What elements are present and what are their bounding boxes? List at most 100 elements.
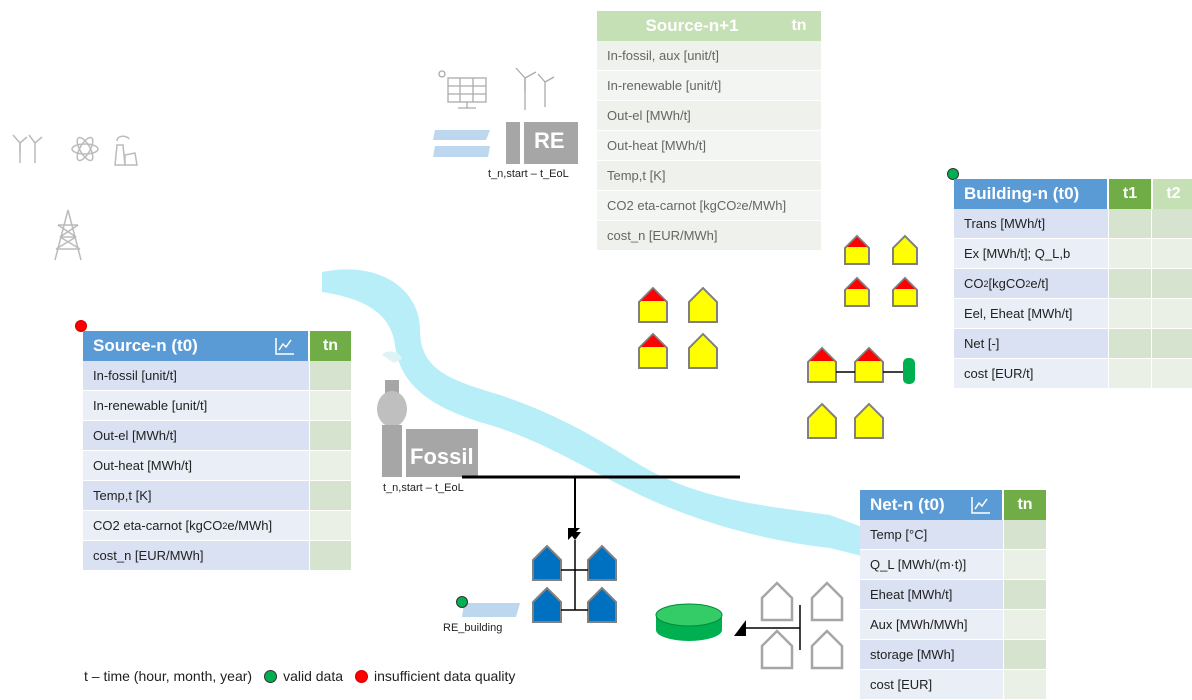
- chart-icon: [275, 338, 294, 355]
- table-row: Out-el [MWh/t]: [83, 421, 351, 451]
- row-value-cell: [1151, 239, 1192, 269]
- source-n1-title: Source-n+1: [597, 11, 777, 41]
- row-value-cell: [1108, 269, 1152, 299]
- building-n-t1: t1: [1109, 179, 1153, 209]
- row-value-cell: [1003, 640, 1046, 670]
- building-n-t2: t2: [1153, 179, 1192, 209]
- row-value-cell: [1003, 610, 1046, 640]
- source-n1-header: Source-n+1 tn: [597, 11, 821, 41]
- table-row: In-fossil, aux [unit/t]: [597, 41, 821, 71]
- row-label: Out-el [MWh/t]: [83, 421, 310, 451]
- row-value-cell: [309, 511, 351, 541]
- row-label: cost [EUR]: [860, 670, 1004, 700]
- row-value-cell: [1003, 580, 1046, 610]
- source-n-table: Source-n (t0) tn In-fossil [unit/t]In-re…: [83, 331, 351, 571]
- re-plant-time: t_n,start – t_EoL: [488, 168, 569, 180]
- source-n1-time: tn: [777, 11, 821, 41]
- table-row: Ex [MWh/t]; Q_L,b: [954, 239, 1192, 269]
- row-value-cell: [309, 451, 351, 481]
- table-row: Out-el [MWh/t]: [597, 101, 821, 131]
- row-label: Trans [MWh/t]: [954, 209, 1109, 239]
- source-n-insufficient-dot: [75, 320, 87, 332]
- row-label: Out-heat [MWh/t]: [597, 131, 821, 161]
- row-label: cost_n [EUR/MWh]: [597, 221, 821, 251]
- row-value-cell: [1108, 359, 1152, 389]
- legend: t – time (hour, month, year) valid data …: [84, 668, 515, 684]
- row-value-cell: [309, 361, 351, 391]
- legend-insufficient-dot: [355, 669, 369, 683]
- legend-valid: valid data: [283, 668, 344, 684]
- table-row: Temp,t [K]: [83, 481, 351, 511]
- table-row: cost_n [EUR/MWh]: [597, 221, 821, 251]
- row-label: Temp,t [K]: [597, 161, 821, 191]
- row-label: Q_L [MWh/(m·t)]: [860, 550, 1004, 580]
- table-row: Net [-]: [954, 329, 1192, 359]
- row-value-cell: [309, 421, 351, 451]
- table-row: storage [MWh]: [860, 640, 1046, 670]
- row-value-cell: [1151, 209, 1192, 239]
- net-n-table: Net-n (t0) tn Temp [°C]Q_L [MWh/(m·t)]Eh…: [860, 490, 1046, 700]
- row-label: Temp [°C]: [860, 520, 1004, 550]
- row-value-cell: [1108, 299, 1152, 329]
- row-value-cell: [1151, 359, 1192, 389]
- row-label: In-fossil [unit/t]: [83, 361, 310, 391]
- row-label: In-fossil, aux [unit/t]: [597, 41, 821, 71]
- row-value-cell: [1108, 209, 1152, 239]
- re-plant-label: RE: [534, 128, 565, 153]
- table-row: cost_n [EUR/MWh]: [83, 541, 351, 571]
- row-value-cell: [1151, 329, 1192, 359]
- table-row: Eel, Eheat [MWh/t]: [954, 299, 1192, 329]
- table-row: cost [EUR/t]: [954, 359, 1192, 389]
- row-label: Eel, Eheat [MWh/t]: [954, 299, 1109, 329]
- row-label: cost_n [EUR/MWh]: [83, 541, 310, 571]
- source-n1-table: Source-n+1 tn In-fossil, aux [unit/t]In-…: [597, 11, 821, 251]
- row-label: Aux [MWh/MWh]: [860, 610, 1004, 640]
- row-value-cell: [1003, 670, 1046, 700]
- table-row: Temp [°C]: [860, 520, 1046, 550]
- row-value-cell: [1108, 329, 1152, 359]
- source-n-title: Source-n (t0): [83, 331, 310, 361]
- fossil-plant-time: t_n,start – t_EoL: [383, 482, 464, 494]
- row-value-cell: [1003, 550, 1046, 580]
- table-row: Aux [MWh/MWh]: [860, 610, 1046, 640]
- table-row: Trans [MWh/t]: [954, 209, 1192, 239]
- row-value-cell: [309, 481, 351, 511]
- row-value-cell: [309, 391, 351, 421]
- row-label: cost [EUR/t]: [954, 359, 1109, 389]
- generation-icons: [12, 134, 138, 261]
- row-label: Ex [MWh/t]; Q_L,b: [954, 239, 1109, 269]
- row-label: Net [-]: [954, 329, 1109, 359]
- table-row: In-renewable [unit/t]: [83, 391, 351, 421]
- re-building-label: RE_building: [443, 622, 503, 634]
- table-row: cost [EUR]: [860, 670, 1046, 700]
- building-n-header: Building-n (t0) t1 t2: [954, 179, 1192, 209]
- net-n-header: Net-n (t0) tn: [860, 490, 1046, 520]
- row-label: storage [MWh]: [860, 640, 1004, 670]
- table-row: Q_L [MWh/(m·t)]: [860, 550, 1046, 580]
- table-row: Out-heat [MWh/t]: [597, 131, 821, 161]
- building-n-table: Building-n (t0) t1 t2 Trans [MWh/t]Ex [M…: [954, 179, 1192, 389]
- building-n-valid-dot: [947, 168, 959, 180]
- legend-time: t – time (hour, month, year): [84, 668, 253, 684]
- row-label: In-renewable [unit/t]: [83, 391, 310, 421]
- table-row: In-renewable [unit/t]: [597, 71, 821, 101]
- fossil-plant: [377, 351, 478, 477]
- row-value-cell: [1151, 269, 1192, 299]
- source-n-header: Source-n (t0) tn: [83, 331, 351, 361]
- chart-icon: [971, 497, 990, 514]
- building-n-title: Building-n (t0): [954, 179, 1109, 209]
- table-row: Out-heat [MWh/t]: [83, 451, 351, 481]
- row-value-cell: [1108, 239, 1152, 269]
- row-value-cell: [1003, 520, 1046, 550]
- row-value-cell: [309, 541, 351, 571]
- renewable-icons: [433, 67, 578, 164]
- table-row: Eheat [MWh/t]: [860, 580, 1046, 610]
